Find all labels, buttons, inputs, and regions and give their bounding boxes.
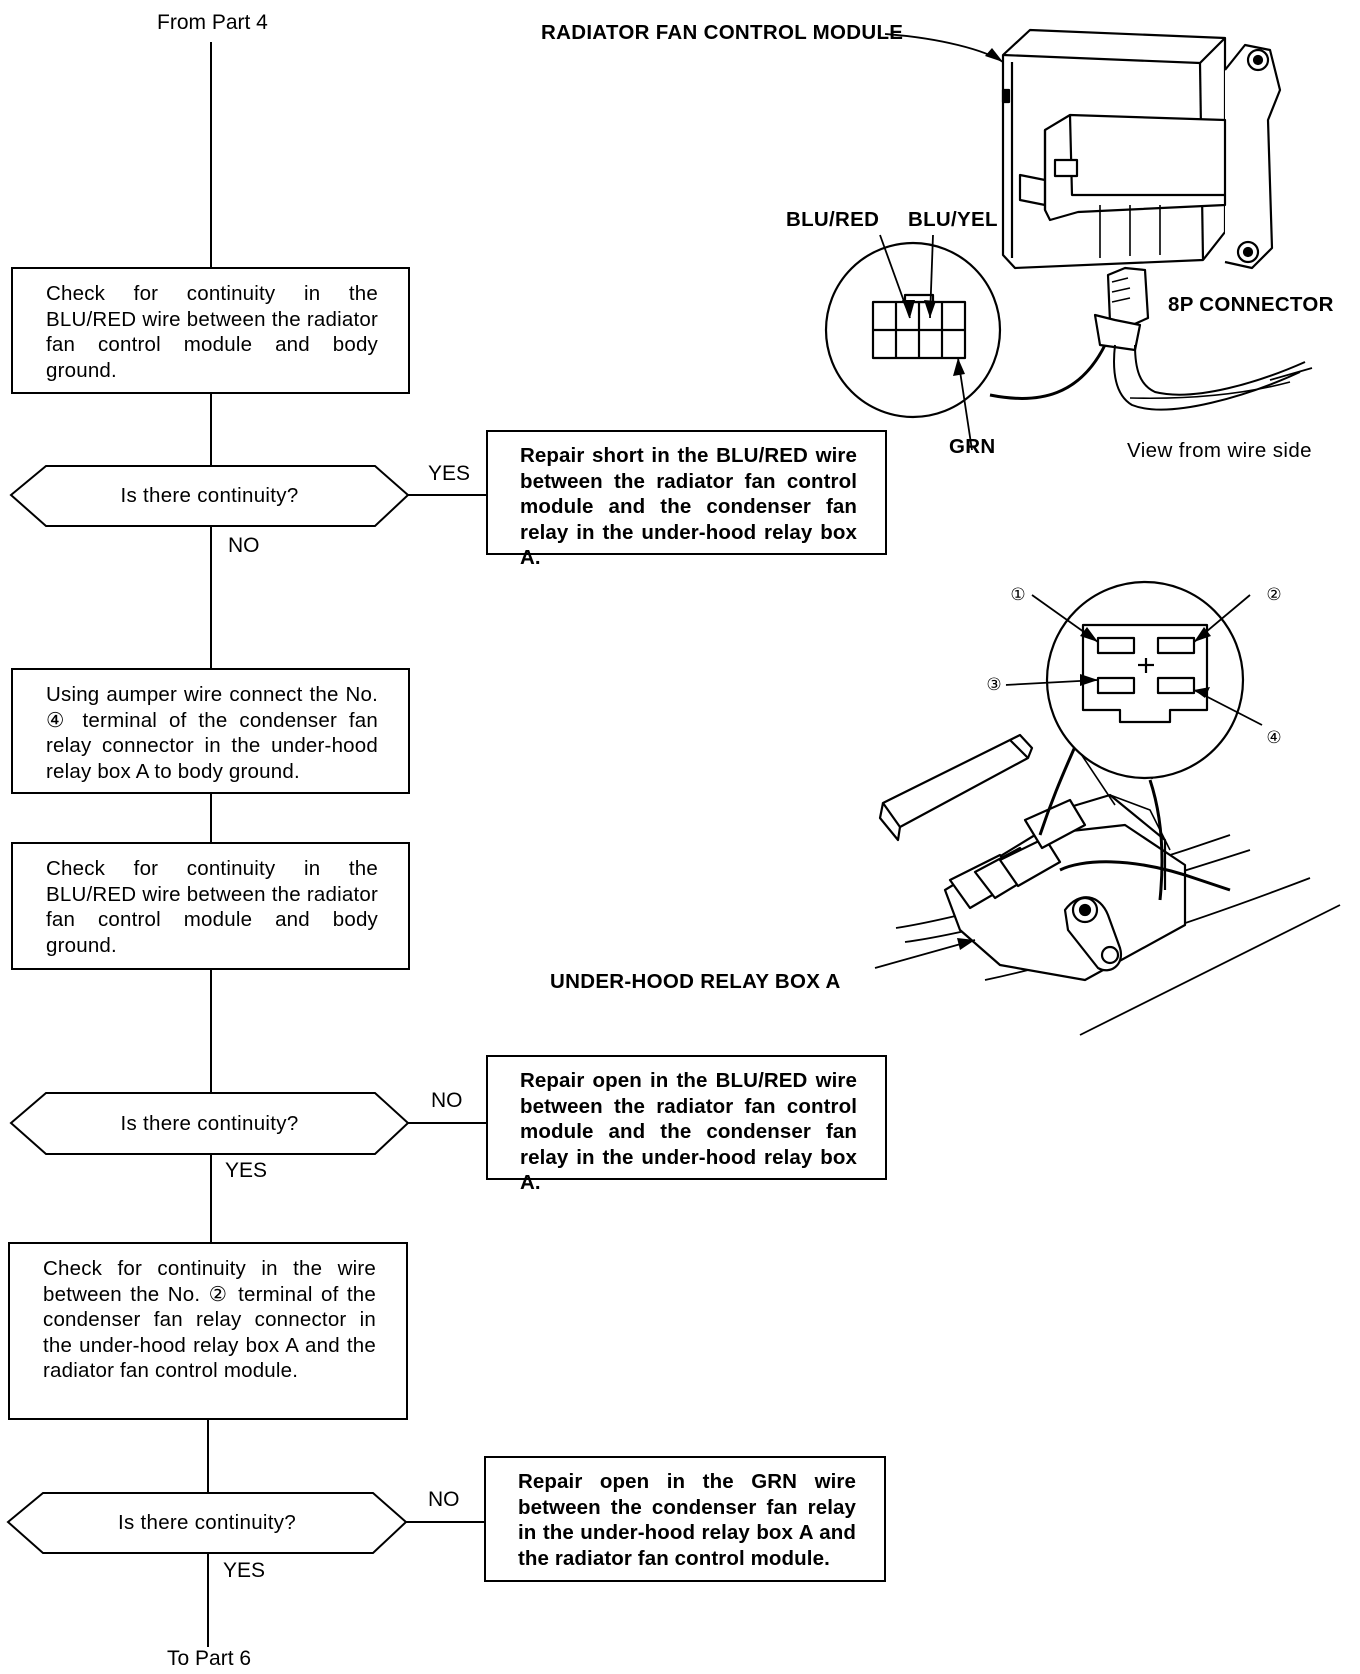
relay-box-label: UNDER-HOOD RELAY BOX A [550,970,841,993]
view-from-wire-side-label: View from wire side [1127,439,1312,462]
decision-1-yes-label: YES [428,462,471,485]
fan-control-module-illustration [824,28,1313,451]
decision-2-yes-label: YES [225,1159,268,1182]
step-4-box: Check for continuity in the wire between… [8,1242,408,1420]
terminal-2-label: ② [1262,583,1286,607]
blu-yel-label: BLU/YEL [908,208,998,231]
terminal-1-label: ① [1006,583,1030,607]
relay-box-illustration [874,580,1341,1036]
from-part-label: From Part 4 [157,11,268,34]
action-3-text: Repair open in the GRN wire between the … [518,1470,856,1570]
step-1-box: Check for continuity in the BLU/RED wire… [11,267,410,394]
step-3-box: Check for continuity in the BLU/RED wire… [11,842,410,970]
action-2-text: Repair open in the BLU/RED wire between … [520,1069,857,1194]
step-3-text: Check for continuity in the BLU/RED wire… [46,857,378,957]
to-part-label: To Part 6 [167,1647,252,1670]
decision-3-no-label: NO [428,1488,460,1511]
terminal-4-label: ④ [1262,726,1286,750]
module-label: RADIATOR FAN CONTROL MODULE [541,21,904,44]
decision-2-no-label: NO [431,1089,463,1112]
decision-2-shape [9,1092,410,1155]
step-2-box: Using aumper wire connect the No. ④ term… [11,668,410,794]
decision-1: Is there continuity? [11,466,408,526]
step-1-text: Check for continuity in the BLU/RED wire… [46,282,378,382]
action-2-box: Repair open in the BLU/RED wire between … [486,1055,887,1194]
grn-label: GRN [949,435,996,458]
blu-red-label: BLU/RED [786,208,880,231]
action-3-box: Repair open in the GRN wire between the … [484,1456,886,1582]
8p-connector-label: 8P CONNECTOR [1168,293,1334,316]
terminal-3-label: ③ [982,673,1006,697]
decision-2-question: Is there continuity? [120,1111,299,1135]
decision-3-question: Is there continuity? [117,1511,297,1534]
decision-3: Is there continuity? [8,1493,406,1553]
decision-3-yes-label: YES [223,1559,266,1582]
decision-1-no-label: NO [228,534,260,557]
step-4-text: Check for continuity in the wire between… [43,1257,376,1382]
decision-3-shape [6,1492,408,1554]
decision-1-question: Is there continuity? [120,484,299,507]
action-1-box: Repair short in the BLU/RED wire between… [486,430,887,569]
action-1-text: Repair short in the BLU/RED wire between… [520,444,857,569]
decision-1-shape [9,465,410,527]
step-2-text: Using aumper wire connect the No. ④ term… [46,683,378,783]
decision-2: Is there continuity? [11,1093,408,1154]
